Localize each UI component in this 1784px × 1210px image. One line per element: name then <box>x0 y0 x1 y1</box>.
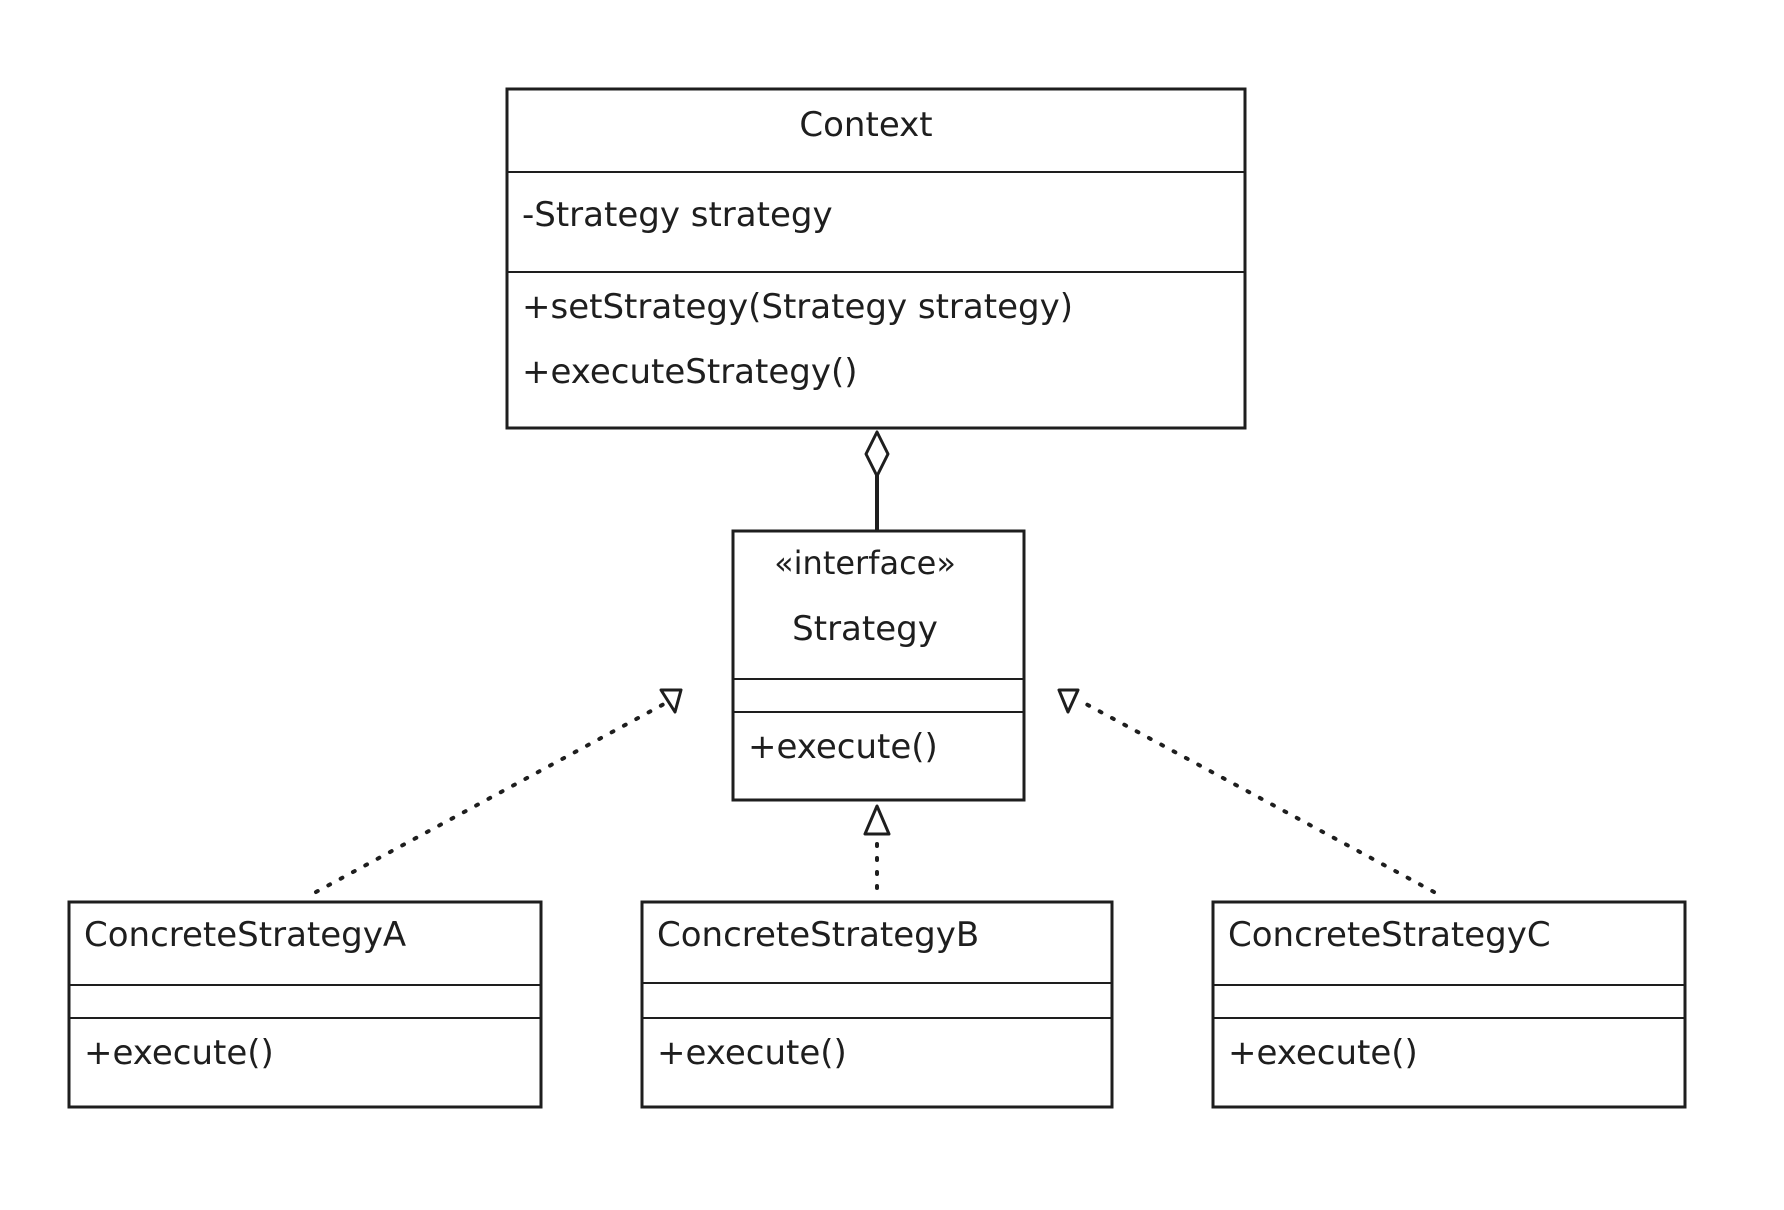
realization-line-a <box>314 702 666 894</box>
concrete-a-box <box>67 900 543 1109</box>
concrete-c-method: +execute() <box>1228 1033 1418 1073</box>
realization-a-strategy <box>314 688 683 894</box>
context-box <box>505 87 1247 430</box>
concrete-a-class-name: ConcreteStrategyA <box>84 915 406 955</box>
strategy-box <box>731 529 1026 802</box>
class-concrete-strategy-c[interactable]: ConcreteStrategyC +execute() <box>1211 900 1687 1109</box>
realization-arrowhead-b <box>863 804 891 836</box>
class-concrete-strategy-a[interactable]: ConcreteStrategyA +execute() <box>67 900 543 1109</box>
concrete-b-box <box>640 900 1114 1109</box>
strategy-class-name: Strategy <box>792 609 938 649</box>
concrete-c-class-name: ConcreteStrategyC <box>1228 915 1551 955</box>
strategy-method: +execute() <box>748 727 938 767</box>
concrete-a-method: +execute() <box>84 1033 274 1073</box>
context-method: +executeStrategy() <box>522 352 858 392</box>
concrete-b-method: +execute() <box>657 1033 847 1073</box>
class-context[interactable]: Context -Strategy strategy +setStrategy(… <box>505 87 1247 430</box>
realization-c-strategy <box>1057 688 1436 894</box>
class-strategy[interactable]: «interface» Strategy +execute() <box>731 529 1026 802</box>
context-class-name: Context <box>799 105 932 145</box>
realization-arrowhead-a <box>659 688 683 714</box>
realization-line-c <box>1084 702 1436 894</box>
strategy-stereotype: «interface» <box>774 544 956 582</box>
aggregation-context-strategy <box>864 430 890 531</box>
realization-b-strategy <box>863 804 891 890</box>
aggregation-diamond <box>864 430 890 478</box>
class-concrete-strategy-b[interactable]: ConcreteStrategyB +execute() <box>640 900 1114 1109</box>
context-attribute: -Strategy strategy <box>522 195 833 235</box>
concrete-b-class-name: ConcreteStrategyB <box>657 915 979 955</box>
concrete-c-box <box>1211 900 1687 1109</box>
realization-arrowhead-c <box>1057 688 1080 714</box>
context-method: +setStrategy(Strategy strategy) <box>522 287 1073 327</box>
